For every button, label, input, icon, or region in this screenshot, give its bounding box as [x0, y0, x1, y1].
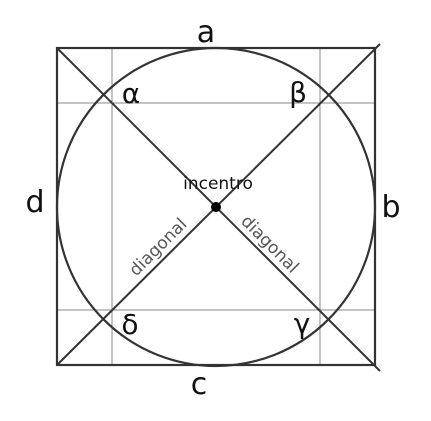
- diagonal-label-right: diagonal: [237, 212, 303, 278]
- angle-label-gamma: γ: [294, 307, 311, 340]
- angle-label-beta: β: [289, 76, 307, 109]
- diagonal-label-left: diagonal: [126, 215, 192, 281]
- angle-label-delta: δ: [121, 308, 138, 341]
- incircle: [55, 46, 377, 368]
- side-label-right: b: [381, 190, 400, 225]
- angle-label-alpha: α: [122, 77, 140, 110]
- incenter-label: incentro: [183, 174, 253, 194]
- side-label-left: d: [25, 185, 44, 220]
- side-label-bottom: c: [191, 367, 208, 402]
- side-label-top: a: [197, 15, 215, 50]
- incenter-point: [211, 202, 221, 212]
